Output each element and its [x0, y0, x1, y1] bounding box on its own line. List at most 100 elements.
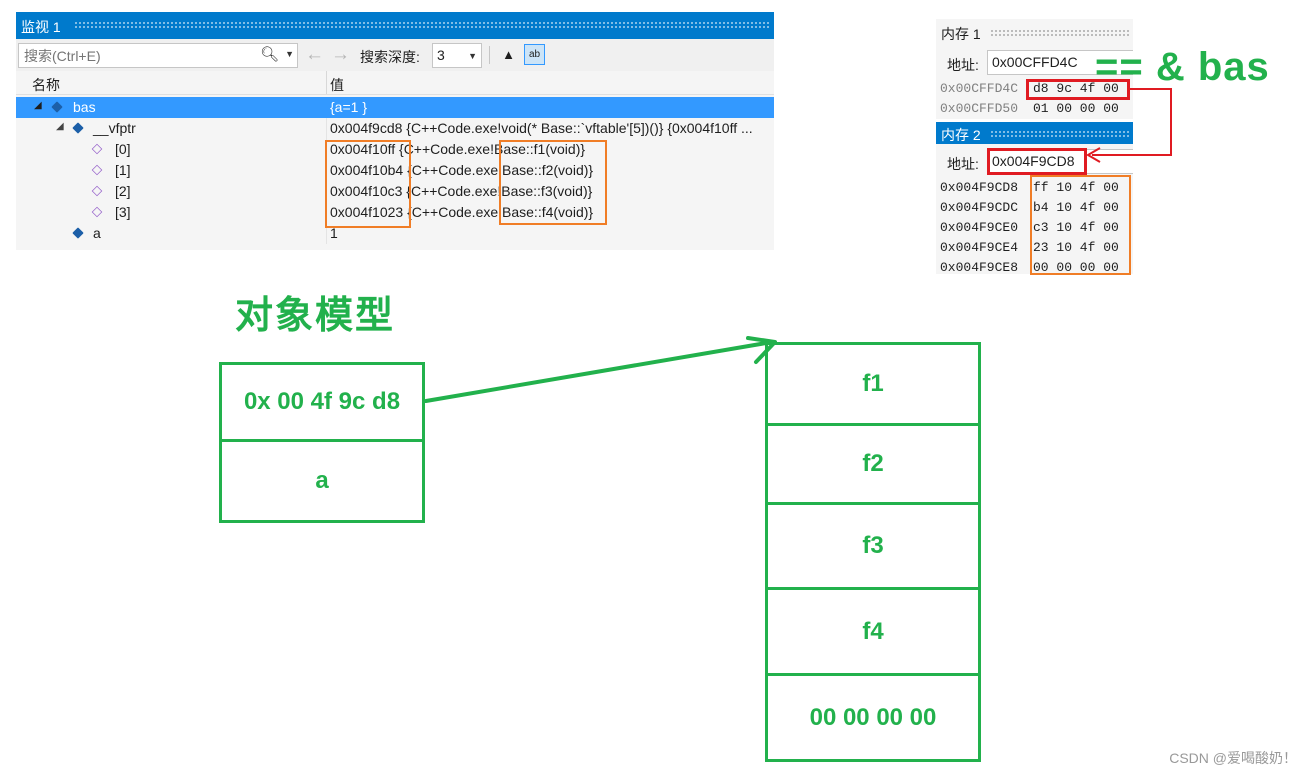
back-arrow-icon[interactable]: ← — [305, 44, 324, 65]
search-depth-label: 搜索深度: — [360, 49, 420, 65]
column-name-header[interactable]: 名称 — [32, 77, 60, 93]
object-cell-a: a — [219, 439, 425, 523]
row-value[interactable]: 0x004f9cd8 {C++Code.exe!void(* Base::`vf… — [330, 120, 753, 136]
memory-row[interactable]: 0x00CFFD50 01 00 00 00 — [936, 99, 1133, 119]
equals-bas-annotation: == & bas — [1095, 45, 1270, 89]
vtable-cell-f4: f4 — [765, 587, 981, 676]
object-icon — [51, 101, 63, 113]
watch-column-header: 名称 值 — [16, 71, 774, 95]
memory-address: 0x004F9CD8 — [940, 180, 1019, 195]
search-icon[interactable]: 🔍︎ — [259, 46, 279, 63]
row-value[interactable]: 0x004f10ff {C++Code.exe!Base::f1(void)} — [330, 141, 586, 157]
vtable-cell-f2: f2 — [765, 423, 981, 505]
expand-triangle-icon[interactable]: ◢ — [34, 100, 42, 111]
watch-row-vtable-0[interactable]: [0] 0x004f10ff {C++Code.exe!Base::f1(voi… — [16, 139, 774, 160]
cell-label: a — [315, 467, 329, 494]
row-value[interactable]: 0x004f1023 {C++Code.exe!Base::f4(void)} — [330, 204, 594, 220]
object-icon — [72, 122, 84, 134]
watch-row-vtable-3[interactable]: [3] 0x004f1023 {C++Code.exe!Base::f4(voi… — [16, 202, 774, 223]
column-value-header[interactable]: 值 — [330, 77, 344, 93]
object-icon — [72, 227, 84, 239]
row-name: __vfptr — [93, 120, 136, 136]
hex-display-icon[interactable]: ab — [524, 44, 545, 65]
row-value[interactable]: 0x004f10c3 {C++Code.exe!Base::f3(void)} — [330, 183, 593, 199]
memory-2-title: 内存 2 — [941, 127, 981, 143]
memory-bytes[interactable]: d8 9c 4f 00 — [1033, 81, 1119, 96]
watch-toolbar: 🔍︎ ▼ ← → 搜索深度: 3 ▼ ▲ ab — [16, 39, 774, 71]
grip-pattern — [990, 130, 1130, 137]
memory-1-title: 内存 1 — [941, 26, 981, 42]
row-name: [0] — [115, 141, 131, 157]
memory-window-1: 内存 1 地址: 0x00CFFD4C 0x00CFFD4C d8 9c 4f … — [936, 19, 1133, 119]
watch-window: 监视 1 🔍︎ ▼ ← → 搜索深度: 3 ▼ ▲ ab 名称 值 ◢ bas … — [16, 12, 774, 250]
green-pointer-arrow — [424, 336, 777, 403]
memory-bytes[interactable]: b4 10 4f 00 — [1033, 200, 1119, 215]
cell-label: f2 — [862, 450, 884, 477]
column-divider[interactable] — [326, 71, 327, 94]
expand-triangle-icon[interactable]: ◢ — [56, 121, 64, 132]
memory-address: 0x00CFFD4C — [940, 81, 1019, 96]
address-highlight-box — [325, 140, 411, 228]
memory-address: 0x004F9CE0 — [940, 220, 1019, 235]
diagram-title: 对象模型 — [235, 295, 396, 337]
memory-address: 0x004F9CE8 — [940, 260, 1019, 274]
memory-bytes[interactable]: 01 00 00 00 — [1033, 101, 1119, 116]
memory-1-title-bar[interactable]: 内存 1 — [936, 19, 1133, 44]
memory-row[interactable]: 0x004F9CE4 23 10 4f 00 — [936, 238, 1133, 258]
field-icon — [91, 164, 103, 176]
field-icon — [91, 143, 103, 155]
row-name: bas — [73, 99, 96, 115]
row-value[interactable]: 1 — [330, 225, 338, 241]
address-input[interactable]: 0x00CFFD4C — [987, 50, 1133, 75]
memory-address: 0x004F9CE4 — [940, 240, 1019, 255]
memory-window-2: 内存 2 地址: 0x004F9CD8 0x004F9CD8 ff 10 4f … — [936, 122, 1133, 274]
watch-row-vfptr[interactable]: ◢ __vfptr 0x004f9cd8 {C++Code.exe!void(*… — [16, 118, 774, 139]
field-icon — [91, 185, 103, 197]
search-box[interactable]: 🔍︎ ▼ — [18, 43, 298, 68]
object-cell-vfptr: 0x 00 4f 9c d8 — [219, 362, 425, 442]
memory-2-address-bar: 地址: 0x004F9CD8 — [936, 146, 1133, 176]
watch-title: 监视 1 — [21, 19, 61, 35]
search-depth-value: 3 — [437, 47, 445, 63]
field-icon — [91, 206, 103, 218]
watch-title-bar[interactable]: 监视 1 — [16, 12, 774, 39]
column-divider — [326, 118, 327, 139]
search-depth-select[interactable]: 3 ▼ — [432, 43, 482, 68]
row-name: [3] — [115, 204, 131, 220]
memory-1-address-bar: 地址: 0x00CFFD4C — [936, 47, 1133, 77]
forward-arrow-icon[interactable]: → — [331, 44, 350, 65]
grip-pattern — [74, 21, 769, 28]
search-input[interactable] — [22, 46, 256, 65]
memory-address: 0x00CFFD50 — [940, 101, 1019, 116]
toolbar-separator — [489, 46, 490, 64]
address-label: 地址: — [947, 156, 979, 172]
memory-bytes[interactable]: ff 10 4f 00 — [1033, 180, 1119, 195]
row-name: a — [93, 225, 101, 241]
chevron-down-icon[interactable]: ▼ — [285, 49, 294, 59]
filter-pin-icon[interactable]: ▲ — [502, 47, 515, 62]
row-value[interactable]: 0x004f10b4 {C++Code.exe!Base::f2(void)} — [330, 162, 594, 178]
cell-label: f4 — [862, 617, 884, 645]
red-connector-arrow — [1086, 88, 1172, 163]
memory-row[interactable]: 0x00CFFD4C d8 9c 4f 00 — [936, 79, 1133, 99]
address-label: 地址: — [947, 57, 979, 73]
watch-row-a[interactable]: a 1 — [16, 223, 774, 244]
row-value[interactable]: {a=1 } — [330, 99, 367, 115]
vfptr-bytes-highlight — [1026, 79, 1130, 100]
cell-label: 00 00 00 00 — [809, 703, 937, 731]
memory-bytes[interactable]: 00 00 00 00 — [1033, 260, 1119, 274]
watch-row-bas[interactable]: ◢ bas {a=1 } — [16, 97, 774, 118]
address-value: 0x00CFFD4C — [992, 54, 1078, 70]
memory-bytes[interactable]: 23 10 4f 00 — [1033, 240, 1119, 255]
memory-row[interactable]: 0x004F9CE8 00 00 00 00 — [936, 258, 1133, 274]
cell-label: f3 — [862, 532, 884, 559]
memory-row[interactable]: 0x004F9CDC b4 10 4f 00 — [936, 198, 1133, 218]
cell-label: 0x 00 4f 9c d8 — [243, 388, 401, 415]
memory-2-title-bar[interactable]: 内存 2 — [936, 122, 1133, 144]
memory-row[interactable]: 0x004F9CE0 c3 10 4f 00 — [936, 218, 1133, 238]
memory-bytes[interactable]: c3 10 4f 00 — [1033, 220, 1119, 235]
grip-pattern — [990, 29, 1130, 36]
row-name: [2] — [115, 183, 131, 199]
column-divider — [326, 223, 327, 244]
memory-row[interactable]: 0x004F9CD8 ff 10 4f 00 — [936, 178, 1133, 198]
